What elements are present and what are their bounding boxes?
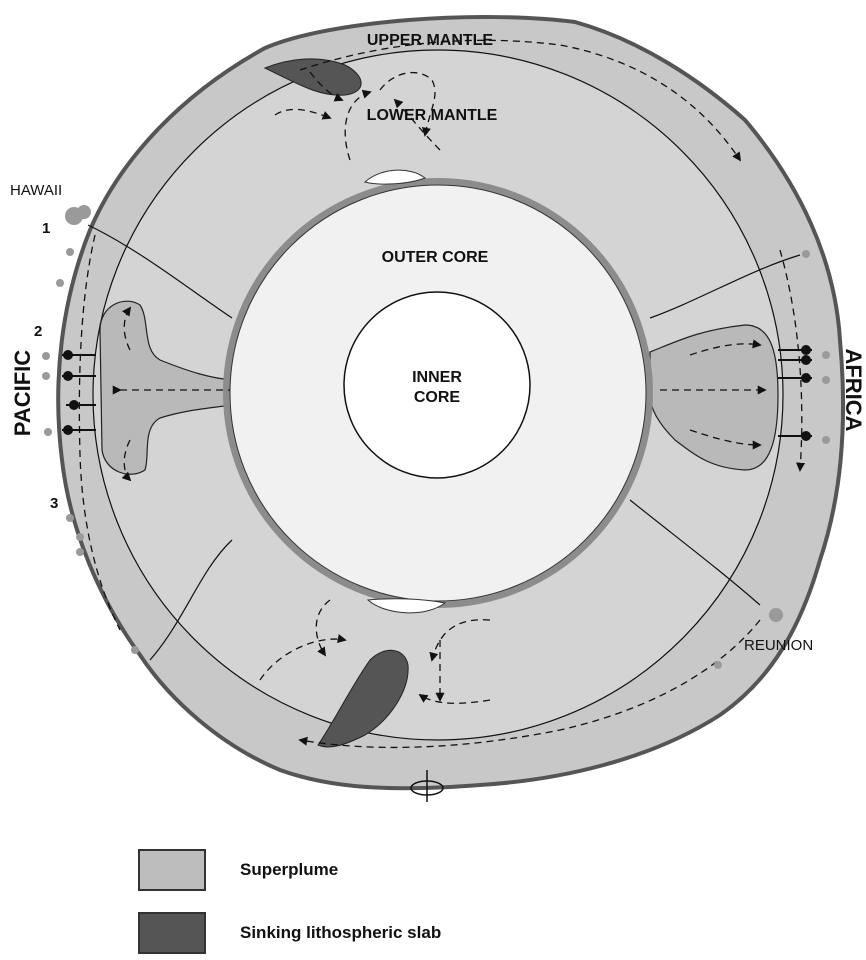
superplume-legend-label: Superplume	[240, 860, 338, 880]
africa-label: AFRICA	[841, 348, 866, 431]
legend-superplume: Superplume	[138, 848, 338, 892]
marker-3-label: 3	[50, 495, 58, 512]
marker-2-label: 2	[34, 323, 42, 340]
lower-mantle-label: LOWER MANTLE	[367, 107, 498, 124]
sinking-slab-legend-label: Sinking lithospheric slab	[240, 923, 441, 943]
legend-sinking-slab: Sinking lithospheric slab	[138, 911, 441, 955]
sinking-slab-swatch	[138, 912, 206, 954]
reunion-label: REUNION	[744, 637, 813, 654]
superplume-swatch	[138, 849, 206, 891]
upper-mantle-label: UPPER MANTLE	[367, 32, 494, 49]
inner-core-label-line1: INNER	[412, 369, 462, 386]
inner-core-label-line2: CORE	[414, 389, 461, 406]
pacific-label: PACIFIC	[10, 350, 35, 436]
outer-core-label: OUTER CORE	[382, 249, 489, 266]
hawaii-label: HAWAII	[10, 182, 62, 199]
marker-1-label: 1	[42, 220, 50, 237]
